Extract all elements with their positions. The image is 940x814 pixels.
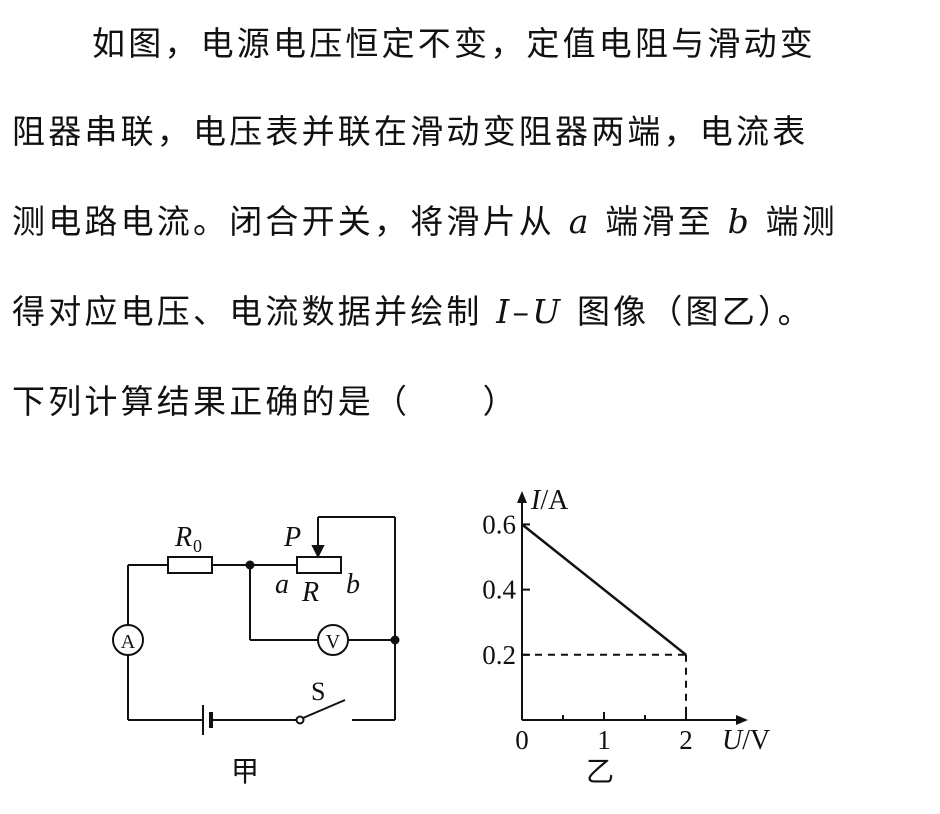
switch-label: S (311, 677, 325, 706)
math-variable: a (568, 202, 592, 241)
y-tick-label: 0.2 (482, 640, 516, 670)
question-line-4: 得对应电压、电流数据并绘制 I–U 图像（图乙）。 (12, 290, 814, 334)
y-tick-label: 0.4 (482, 575, 516, 605)
question-text-run: 得对应电压、电流数据并绘制 (12, 292, 497, 331)
rheostat-label: R (301, 577, 319, 608)
x-tick-label: 0 (515, 725, 529, 755)
math-variable: I–U (496, 292, 564, 331)
y-tick-label: 0.6 (482, 509, 516, 539)
iu-line (521, 523, 687, 656)
x-axis-arrow (736, 715, 748, 725)
circuit-caption: 甲 (231, 755, 259, 788)
y-axis-label: I/A (530, 485, 569, 516)
circuit-diagram (112, 516, 400, 735)
question-line-3: 测电路电流。闭合开关，将滑片从 a 端滑至 b 端测 (12, 200, 838, 244)
x-axis-var: U (722, 725, 744, 756)
end-a-label: a (275, 569, 289, 600)
y-axis-arrow (517, 491, 527, 503)
r0-subscript: 0 (193, 536, 202, 556)
question-text-run: 测电路电流。闭合开关，将滑片从 (12, 202, 569, 241)
switch-pivot (295, 715, 305, 725)
y-axis-var: I (530, 485, 542, 516)
question-line-5: 下列计算结果正确的是（ ） (12, 380, 519, 424)
circuit-labels: R 0 P R a b A V S (121, 522, 360, 706)
junction-right (390, 635, 400, 645)
x-axis-unit: /V (742, 725, 770, 756)
question-text-run: 端滑至 (591, 202, 728, 241)
resistor-r0 (167, 556, 213, 574)
question-text-run: 如图，电源电压恒定不变，定值电阻与滑动变 (92, 24, 816, 63)
iu-graph: I/A U/V 0 1 2 0.2 0.4 0.6 (482, 485, 770, 756)
y-axis-unit: /A (540, 485, 569, 516)
question-text-run: 阻器串联，电压表并联在滑动变阻器两端，电流表 (12, 112, 809, 151)
voltmeter-label: V (326, 631, 341, 653)
ammeter-label: A (121, 631, 136, 653)
r0-label: R (174, 522, 192, 553)
question-line-2: 阻器串联，电压表并联在滑动变阻器两端，电流表 (12, 110, 808, 154)
math-variable: b (727, 202, 752, 241)
switch-blade (302, 699, 346, 719)
end-b-label: b (346, 569, 360, 600)
question-text-run: 图像（图乙）。 (563, 292, 814, 331)
x-tick-label: 1 (597, 725, 611, 755)
slider-label: P (283, 522, 301, 553)
x-axis-label: U/V (722, 725, 770, 756)
graph-caption: 乙 (586, 755, 614, 788)
rheostat (296, 556, 342, 574)
question-text-run: 下列计算结果正确的是（ ） (12, 382, 519, 421)
question-line-1: 如图，电源电压恒定不变，定值电阻与滑动变 (92, 22, 816, 66)
question-text-run: 端测 (751, 202, 838, 241)
slider-arrowhead (311, 545, 325, 559)
x-tick-label: 2 (679, 725, 693, 755)
